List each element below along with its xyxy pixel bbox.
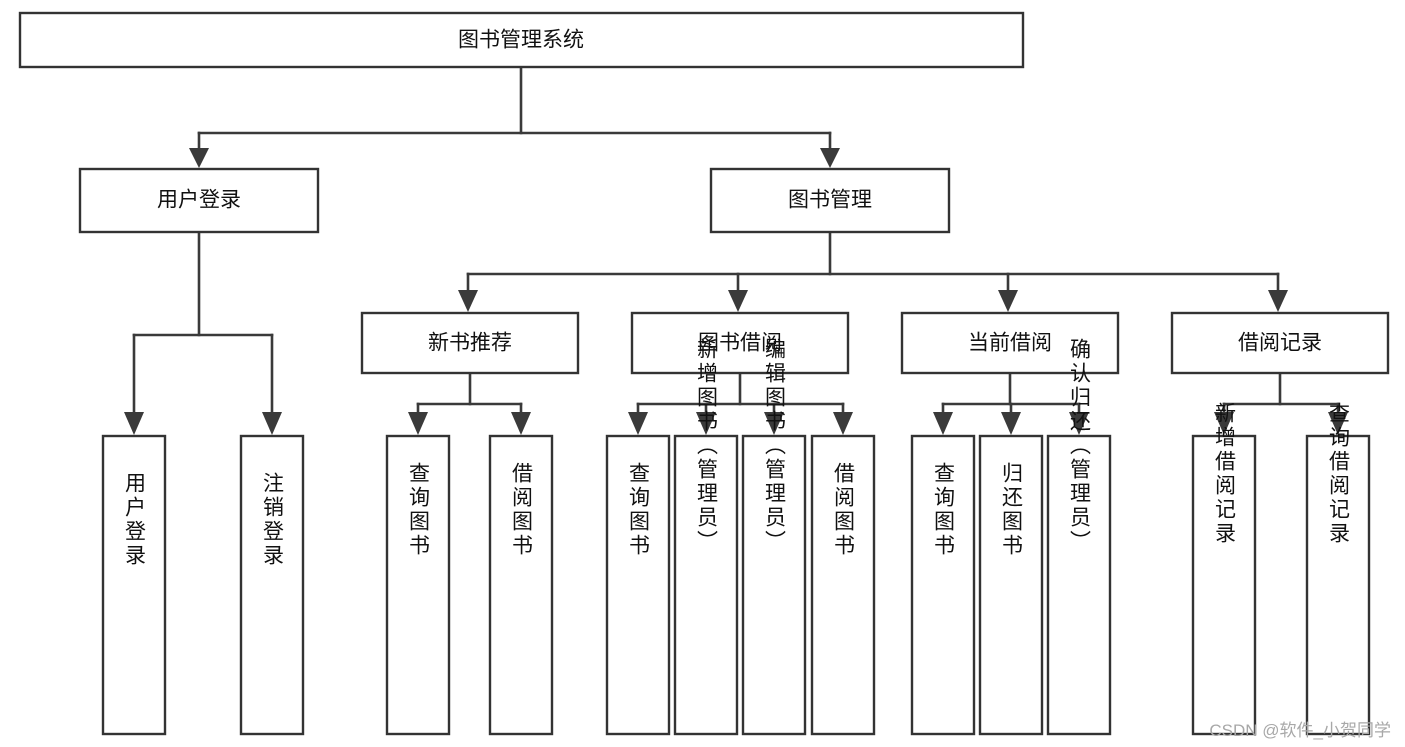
- node-root[interactable]: 图书管理系统: [18, 11, 1025, 69]
- node-leaf-query-book-2-box[interactable]: [605, 434, 671, 736]
- node-leaf-query-record[interactable]: 查询借阅记录: [1305, 402, 1371, 736]
- node-user-login[interactable]: 用户登录: [78, 167, 320, 234]
- arrow-head-leaf-add-record: [1214, 412, 1234, 435]
- node-leaf-return-book-box[interactable]: [978, 434, 1044, 736]
- node-book-manage-label: 图书管理: [788, 189, 872, 212]
- node-current-borrow-box[interactable]: [900, 311, 1120, 375]
- node-leaf-query-book-3[interactable]: 查询图书: [910, 434, 976, 736]
- node-new-book-recommend-box[interactable]: [360, 311, 580, 375]
- node-user-login-label: 用户登录: [157, 189, 241, 212]
- node-new-book-recommend-label: 新书推荐: [428, 332, 512, 355]
- node-leaf-return-book[interactable]: 归还图书: [978, 434, 1044, 736]
- node-leaf-query-book-3-box[interactable]: [910, 434, 976, 736]
- arrow-head-borrow-record: [1268, 290, 1288, 312]
- node-borrow-record[interactable]: 借阅记录: [1170, 311, 1390, 375]
- node-leaf-borrow-book-1[interactable]: 借阅图书: [488, 434, 554, 736]
- node-book-manage-box[interactable]: [709, 167, 951, 234]
- node-borrow-record-label: 借阅记录: [1238, 332, 1322, 355]
- arrow-head-user-login: [189, 148, 209, 168]
- node-leaf-add-record[interactable]: 新增借阅记录: [1191, 402, 1257, 736]
- node-leaf-borrow-book-2-label: 借阅图书: [832, 462, 856, 558]
- arrow-head-leaf-return-book: [1001, 412, 1021, 435]
- node-leaf-user-login-label: 用户登录: [123, 472, 147, 568]
- node-book-borrow[interactable]: 图书借阅: [630, 311, 850, 375]
- node-leaf-query-book-1[interactable]: 查询图书: [385, 434, 451, 736]
- arrow-head-book-manage: [820, 148, 840, 168]
- arrow-head-new-book-recommend: [458, 290, 478, 312]
- node-book-manage[interactable]: 图书管理: [709, 167, 951, 234]
- node-leaf-user-login-box[interactable]: [101, 434, 167, 736]
- connector-group: [124, 65, 1348, 435]
- node-leaf-borrow-book-1-label: 借阅图书: [510, 462, 534, 558]
- node-leaf-confirm-return[interactable]: 确认归还（管理员）: [1046, 338, 1112, 736]
- arrow-head-current-borrow: [998, 290, 1018, 312]
- node-leaf-query-record-label: 查询借阅记录: [1327, 402, 1351, 546]
- node-leaf-return-book-label: 归还图书: [1000, 462, 1024, 558]
- node-root-label: 图书管理系统: [458, 29, 584, 52]
- arrow-head-book-borrow: [728, 290, 748, 312]
- arrow-head-leaf-borrow-book-2: [833, 412, 853, 435]
- node-borrow-record-box[interactable]: [1170, 311, 1390, 375]
- arrow-head-leaf-query-book-1: [408, 412, 428, 435]
- node-leaf-query-record-box[interactable]: [1305, 434, 1371, 736]
- node-leaf-borrow-book-2[interactable]: 借阅图书: [810, 434, 876, 736]
- node-leaf-add-book-label: 新增图书（管理员）: [695, 338, 719, 554]
- arrow-head-leaf-edit-book: [764, 412, 784, 435]
- node-leaf-add-book[interactable]: 新增图书（管理员）: [673, 338, 739, 736]
- node-leaf-confirm-return-box[interactable]: [1046, 434, 1112, 736]
- node-book-borrow-box[interactable]: [630, 311, 850, 375]
- node-current-borrow[interactable]: 当前借阅: [900, 311, 1120, 375]
- node-leaf-confirm-return-label: 确认归还（管理员）: [1068, 338, 1092, 554]
- node-leaf-borrow-book-2-box[interactable]: [810, 434, 876, 736]
- arrow-head-leaf-query-book-3: [933, 412, 953, 435]
- arrow-head-leaf-add-book: [696, 412, 716, 435]
- node-leaf-logout-login-label: 注销登录: [261, 472, 285, 568]
- node-leaf-logout-login[interactable]: 注销登录: [239, 434, 305, 736]
- node-leaf-query-book-1-box[interactable]: [385, 434, 451, 736]
- node-book-borrow-label: 图书借阅: [698, 332, 782, 355]
- arrow-head-leaf-borrow-book-1: [511, 412, 531, 435]
- node-leaf-user-login[interactable]: 用户登录: [101, 434, 167, 736]
- node-leaf-query-book-1-label: 查询图书: [407, 462, 431, 558]
- node-leaf-query-book-2[interactable]: 查询图书: [605, 434, 671, 736]
- node-leaf-query-book-2-label: 查询图书: [627, 462, 651, 558]
- node-leaf-edit-book-label: 编辑图书（管理员）: [763, 338, 787, 554]
- node-leaf-logout-login-box[interactable]: [239, 434, 305, 736]
- arrow-head-leaf-user-login: [124, 412, 144, 435]
- node-current-borrow-label: 当前借阅: [968, 332, 1052, 355]
- node-leaf-borrow-book-1-box[interactable]: [488, 434, 554, 736]
- arrow-head-leaf-logout-login: [262, 412, 282, 435]
- node-leaf-edit-book[interactable]: 编辑图书（管理员）: [741, 338, 807, 736]
- node-root-box[interactable]: [18, 11, 1025, 69]
- arrow-head-leaf-query-record: [1328, 412, 1348, 435]
- node-user-login-box[interactable]: [78, 167, 320, 234]
- arrow-head-leaf-query-book-2: [628, 412, 648, 435]
- node-leaf-edit-book-box[interactable]: [741, 434, 807, 736]
- node-leaf-add-record-box[interactable]: [1191, 434, 1257, 736]
- node-new-book-recommend[interactable]: 新书推荐: [360, 311, 580, 375]
- arrow-head-leaf-confirm-return: [1069, 412, 1089, 435]
- node-leaf-add-book-box[interactable]: [673, 434, 739, 736]
- node-leaf-query-book-3-label: 查询图书: [932, 462, 956, 558]
- node-leaf-add-record-label: 新增借阅记录: [1213, 402, 1237, 546]
